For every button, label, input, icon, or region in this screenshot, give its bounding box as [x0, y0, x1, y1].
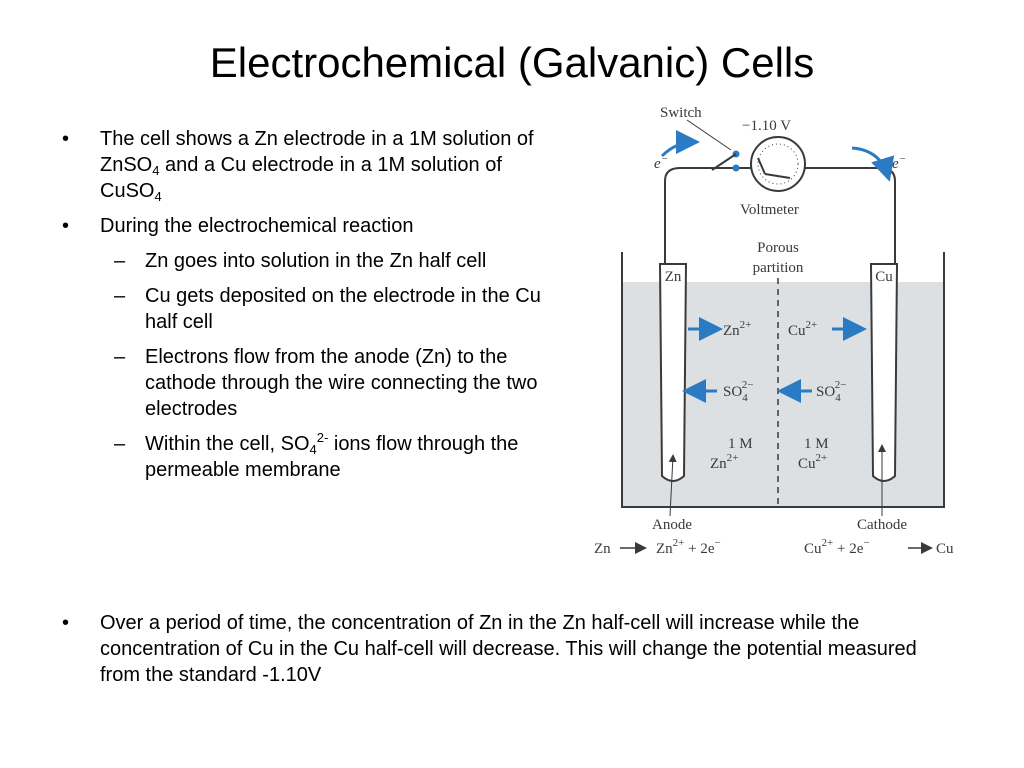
bullet-2: • During the electrochemical reaction [62, 215, 414, 237]
slide-title: Electrochemical (Galvanic) Cells [209, 39, 815, 86]
dash-symbol: – [114, 346, 126, 368]
bullet-list: • The cell shows a Zn electrode in a 1M … [62, 126, 562, 492]
switch-pointer-line [686, 119, 732, 151]
electron-label-left: e− [654, 153, 668, 172]
cathode-label: Cathode [857, 517, 907, 533]
sub-bullet-3: – Electrons flow from the anode (Zn) to … [114, 346, 538, 420]
anode-pointer [668, 454, 677, 517]
voltmeter-needle-base [757, 157, 766, 175]
voltmeter-dial [757, 143, 799, 185]
galvanic-cell-diagram: Switch −1.10 V Voltmeter e− e− Porous pa… [594, 105, 954, 557]
electron-arrow-left [660, 130, 700, 158]
cu-ion-label: Cu2+ [788, 319, 817, 339]
cathode-eq-right: Cu [936, 541, 954, 557]
cu-electrode [869, 263, 899, 482]
zn-solution-ion: Zn2+ [710, 452, 738, 472]
switch-contact [732, 164, 740, 172]
voltmeter-needle [764, 173, 791, 179]
bullet-1: • The cell shows a Zn electrode in a 1M … [62, 128, 534, 204]
cathode-eq-left: Cu2+ + 2e− [804, 537, 870, 557]
bullet-symbol: • [62, 215, 70, 237]
electron-arrow-right [851, 146, 895, 182]
zn-electrode-label: Zn [665, 269, 682, 285]
partition-label: partition [753, 260, 804, 276]
switch-label: Switch [660, 105, 702, 121]
switch-lever [711, 153, 737, 171]
porous-label: Porous [757, 240, 799, 256]
sub-bullet-2: – Cu gets deposited on the electrode in … [114, 285, 541, 333]
electron-label-right: e− [892, 153, 906, 172]
zn-ion-label: Zn2+ [723, 319, 751, 339]
cu-electrode-label: Cu [875, 269, 893, 285]
cu-solution-ion: Cu2+ [798, 452, 827, 472]
voltmeter-label: Voltmeter [740, 202, 799, 218]
voltage-reading: −1.10 V [742, 118, 791, 134]
beaker [621, 252, 945, 508]
zn-concentration: 1 M [728, 436, 753, 452]
zn-electrode [658, 263, 688, 482]
anode-eq-right: Zn2+ + 2e− [656, 537, 721, 557]
wire-left [664, 167, 758, 264]
dash-symbol: – [114, 250, 126, 272]
dash-symbol: – [114, 433, 126, 455]
bottom-bullet: • Over a period of time, the concentrati… [62, 612, 917, 686]
sub-bullet-1: – Zn goes into solution in the Zn half c… [114, 250, 487, 272]
voltmeter [750, 136, 806, 192]
so4-label-left: SO42− [723, 379, 753, 404]
so4-label-right: SO42− [816, 379, 846, 404]
dash-symbol: – [114, 285, 126, 307]
wire-right [803, 167, 896, 264]
bullet-symbol: • [62, 612, 70, 634]
sub-bullet-4: – Within the cell, SO42- ions flow throu… [114, 430, 519, 481]
anode-eq-left: Zn [594, 541, 611, 557]
bullet-symbol: • [62, 128, 70, 150]
cu-concentration: 1 M [804, 436, 829, 452]
anode-label: Anode [652, 517, 692, 533]
